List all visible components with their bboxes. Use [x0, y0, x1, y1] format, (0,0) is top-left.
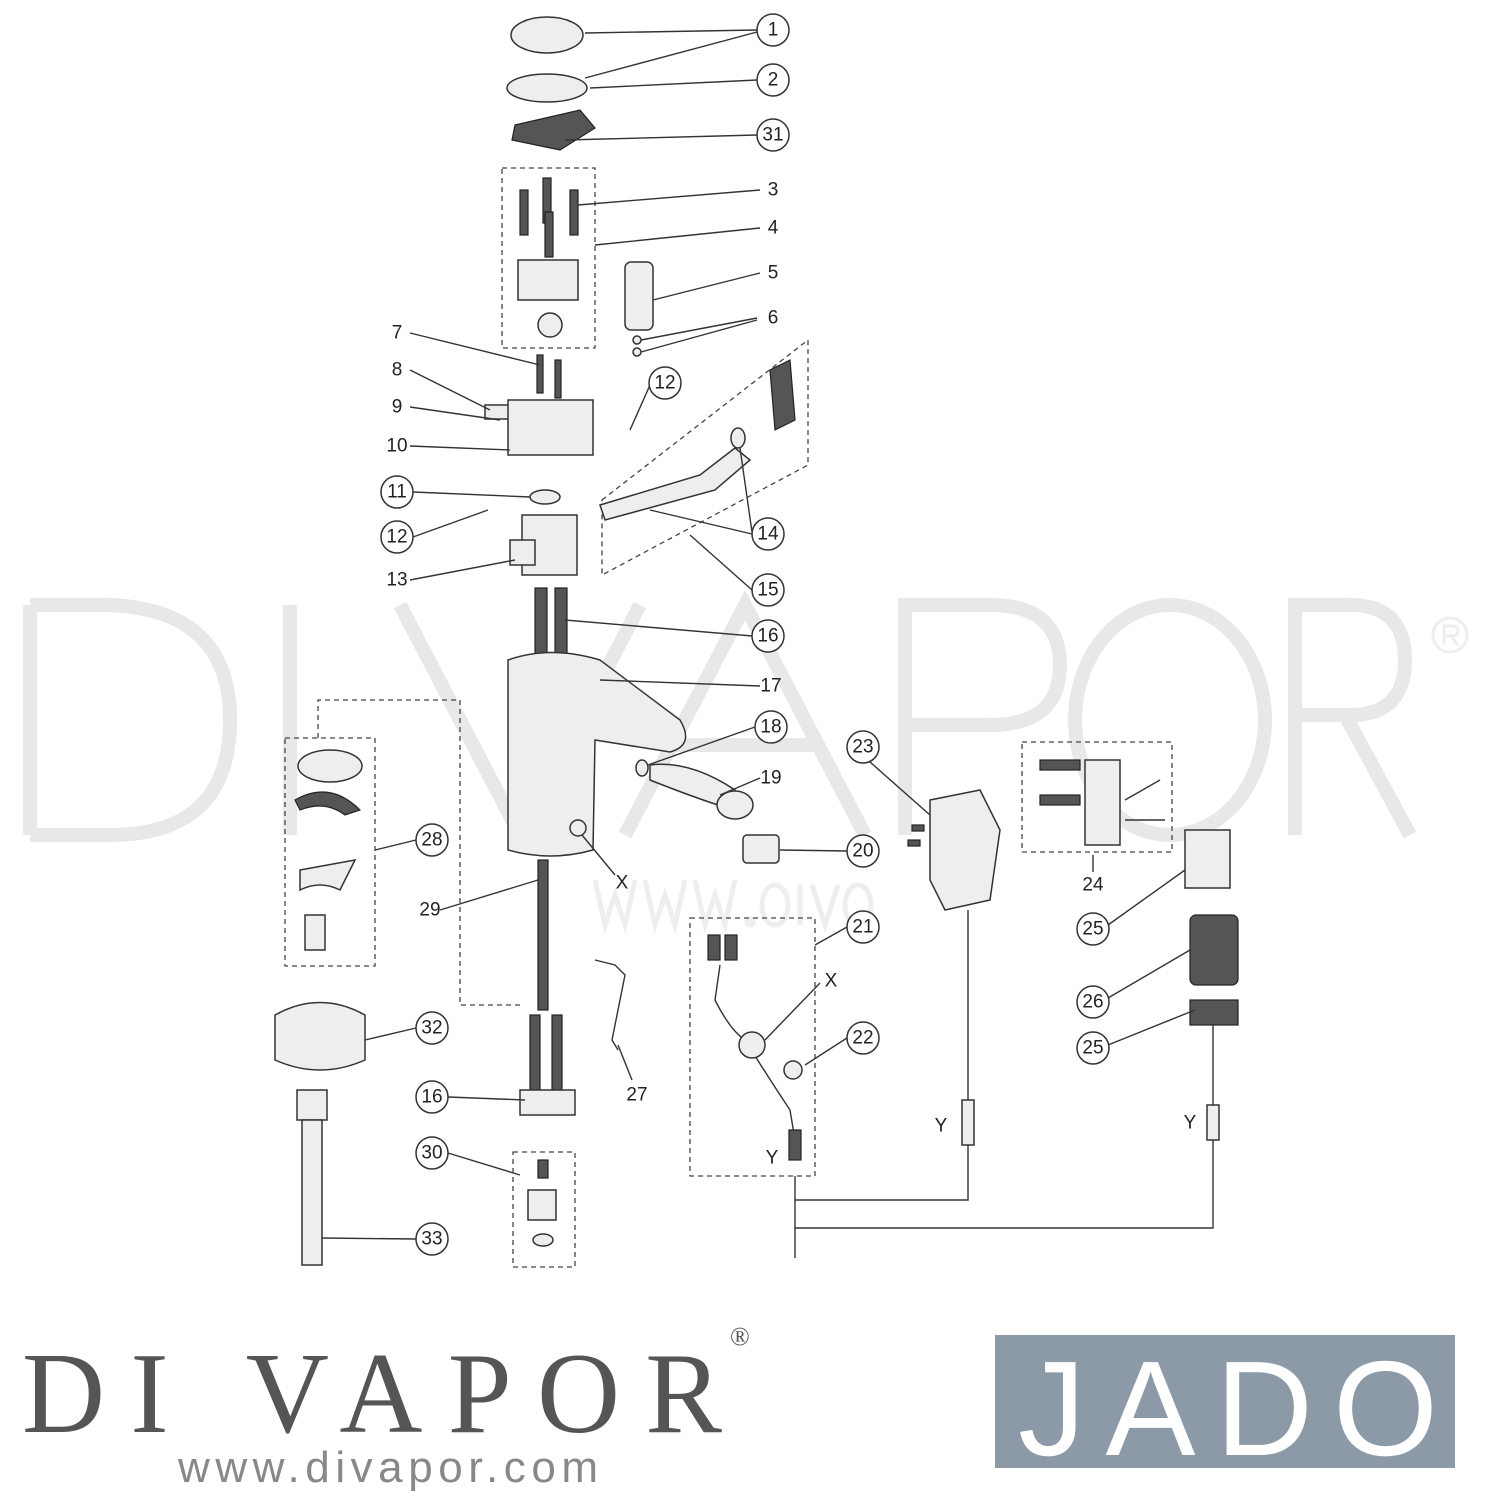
jado-logo: JADO [995, 1333, 1455, 1484]
callout-2: 2 [756, 63, 790, 97]
part-sensor-cable [594, 959, 626, 1051]
callout-10: 10 [386, 436, 407, 457]
svg-text:18: 18 [760, 717, 781, 738]
part-spout-body [507, 651, 687, 857]
footer-brand: DI VAPOR [22, 1330, 722, 1457]
callout-33: 33 [415, 1222, 449, 1256]
part-bracket [1084, 759, 1121, 846]
callout-16a: 16 [751, 619, 785, 653]
svg-text:28: 28 [421, 830, 442, 851]
group-boxes [284, 167, 1214, 1268]
callout-x-b: X [825, 971, 838, 992]
callout-6: 6 [768, 308, 779, 329]
parts [274, 16, 1239, 1266]
svg-text:26: 26 [1082, 992, 1103, 1013]
callout-26: 26 [1076, 985, 1110, 1019]
callout-13: 13 [386, 570, 407, 591]
svg-text:22: 22 [852, 1028, 873, 1049]
callout-12b: 12 [380, 520, 414, 554]
callout-25a: 25 [1076, 912, 1110, 946]
part-pin [624, 261, 654, 331]
svg-text:31: 31 [762, 125, 783, 146]
jado-logo-text: JADO [1018, 1333, 1438, 1484]
callout-30: 30 [415, 1136, 449, 1170]
part-handle [769, 359, 796, 431]
watermark-url-picture [592, 879, 874, 935]
svg-text:32: 32 [421, 1018, 442, 1039]
callout-7: 7 [392, 323, 403, 344]
svg-text:12: 12 [654, 373, 675, 394]
svg-text:16: 16 [421, 1087, 442, 1108]
footer-url: www.divapor.com [177, 1443, 598, 1492]
svg-text:25: 25 [1082, 1038, 1103, 1059]
callout-y-b: Y [935, 1116, 948, 1137]
svg-text:25: 25 [1082, 919, 1103, 940]
part-battery-holder [1189, 999, 1239, 1026]
svg-text:33: 33 [421, 1229, 442, 1250]
svg-text:15: 15 [757, 580, 778, 601]
callout-29: 29 [419, 900, 440, 921]
callout-15: 15 [751, 573, 785, 607]
svg-text:20: 20 [852, 841, 873, 862]
svg-text:21: 21 [852, 917, 873, 938]
part-cap [510, 16, 584, 54]
callout-9: 9 [392, 397, 403, 418]
part-clip [511, 109, 596, 151]
plain-callouts: 3 4 5 6 7 8 9 10 13 17 19 29 X 27 X Y Y … [386, 180, 1196, 1169]
svg-text:2: 2 [768, 70, 779, 91]
svg-text:16: 16 [757, 626, 778, 647]
callout-19: 19 [760, 768, 781, 789]
svg-text:1: 1 [768, 20, 779, 41]
part-battery [1189, 914, 1239, 986]
svg-text:11: 11 [387, 482, 407, 503]
divapor-logo: DI VAPOR ® www.divapor.com [22, 1322, 750, 1492]
watermark-registered-picture [1431, 616, 1469, 654]
callout-1: 1 [756, 13, 790, 47]
callout-11: 11 [380, 475, 414, 509]
watermark-brand-picture [23, 589, 1417, 851]
callout-24: 24 [1082, 875, 1104, 896]
callout-21: 21 [846, 910, 880, 944]
callout-23: 23 [846, 730, 880, 764]
callout-22: 22 [846, 1021, 880, 1055]
part-body-top [507, 399, 594, 456]
callout-17: 17 [760, 676, 781, 697]
part-power-adapter [929, 789, 1001, 911]
part-battery-cover [1184, 829, 1231, 889]
circled-callouts: 1 2 31 11 12 12 14 15 16 18 20 21 22 23 … [380, 13, 1110, 1256]
callout-28: 28 [415, 823, 449, 857]
callout-4: 4 [768, 218, 779, 239]
callout-18: 18 [754, 710, 788, 744]
callout-5: 5 [768, 263, 779, 284]
part-oring [506, 73, 588, 103]
footer-registered: ® [730, 1322, 750, 1351]
callout-x-a: X [616, 873, 629, 894]
callout-27: 27 [626, 1085, 647, 1106]
part-aerator [742, 834, 780, 864]
callout-32: 32 [415, 1011, 449, 1045]
svg-text:12: 12 [386, 527, 407, 548]
callout-31: 31 [756, 118, 790, 152]
part-cartridge [517, 259, 579, 301]
part-tube [301, 1119, 323, 1266]
callout-25b: 25 [1076, 1031, 1110, 1065]
callout-14: 14 [751, 517, 785, 551]
part-clamp [274, 1001, 366, 1071]
callout-12a: 12 [648, 366, 682, 400]
callout-16b: 16 [415, 1080, 449, 1114]
svg-text:23: 23 [852, 737, 873, 758]
callout-3: 3 [768, 180, 779, 201]
svg-text:30: 30 [421, 1143, 442, 1164]
part-lever-assembly [599, 447, 752, 521]
callout-20: 20 [846, 834, 880, 868]
watermark [23, 589, 1469, 935]
svg-text:14: 14 [757, 524, 779, 545]
leader-lines [321, 29, 1196, 1240]
callout-y-c: Y [1184, 1113, 1197, 1134]
callout-y-a: Y [766, 1148, 779, 1169]
callout-8: 8 [392, 360, 403, 381]
